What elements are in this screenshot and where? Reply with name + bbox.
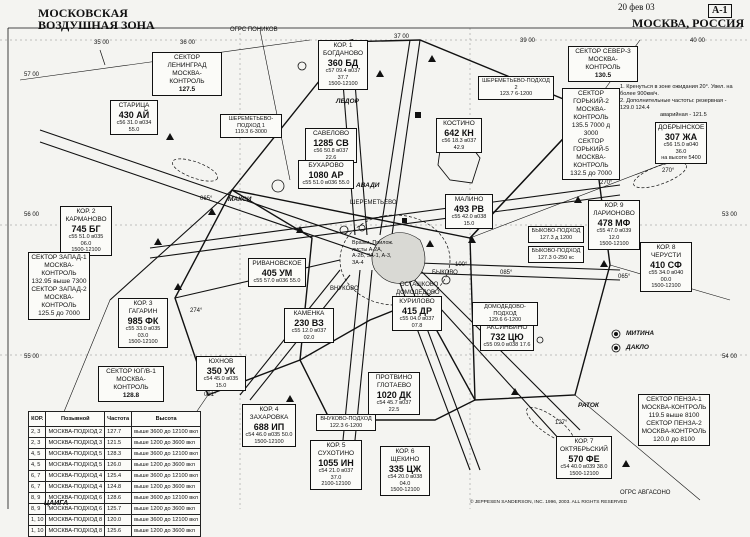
legend-header: Высота: [131, 411, 202, 427]
point-uprs: ОГРС ПОНИКОВ: [230, 27, 278, 33]
sector-gorky2: СЕКТОР ГОРЬКИЙ-2 МОСКВА-КОНТРОЛЬ 135.5 7…: [562, 88, 620, 180]
bearing-label: 065°: [200, 196, 213, 202]
airfield-chertuti: КОР. 8 ЧЕРУСТИ 410 СФ с55 34.0 в040 00.0…: [640, 242, 692, 292]
airfield-dobrynskoe: ДОБРЫНСКОЕ 307 ЖА с56 15.0 в040 36.0 на …: [655, 122, 707, 164]
holding-patterns: [171, 158, 687, 444]
bearing-label: 274°: [190, 308, 203, 314]
airfield-bogdanovo: КОР. 1 БОГДАНОВО 360 БД с57 09.4 в037 37…: [318, 40, 368, 90]
brand-logo: ЦАИГА: [44, 500, 69, 507]
airfield-protvino: ПРОТВИНО ГЛОТАЕВО 1020 ДК с54 45.7 в037 …: [368, 372, 420, 415]
region-title-1: МОСКОВСКАЯ: [38, 6, 128, 20]
airfield-oktyabrsky: КОР. 7 ОКТЯБРЬСКИЙ 570 ФЕ с54 40.0 в039 …: [556, 436, 612, 479]
airfield-shchekino: КОР. 6 ЩЕКИНО 335 ЦЖ с54 20.0 в038 04.0 …: [380, 446, 430, 496]
point-bykovo: БЫКОВО: [432, 270, 458, 276]
airfield-gagarin: КОР. 3 ГАГАРИН 985 ФК с55 33.0 в035 03.0…: [118, 298, 168, 348]
point-domodedovo: ДОМОДЕДОВО: [396, 290, 440, 296]
point-ratok: РАТОК: [578, 402, 599, 409]
airfield-bukharovo: БУХАРОВО 1080 АР с55 51.0 в036 55.0: [298, 160, 354, 189]
approach-vnukovo: ВНУКОВО-ПОДХОД 122.3 6-1200: [316, 414, 376, 431]
airfield-kostino: КОСТИНО 642 КН с56 18.3 в037 42.9: [436, 118, 482, 153]
approach-sheremetyevo-2: ШЕРЕМЕТЬЕВО-ПОДХОД 2 123.7 6-1200: [478, 76, 554, 100]
airfield-rivanovo: РИВАНОВСКОЕ 405 УМ с55 57.0 в036 55.0: [248, 258, 306, 287]
airfield-savelovo: САВЕЛОВО 1285 СВ с56 50.8 в037 22.6: [305, 128, 357, 163]
bearing-label: 085°: [500, 270, 513, 276]
airfield-karmanovo: КОР. 2 КАРМАНОВО 745 БГ с55 51.0 в035 06…: [60, 206, 112, 256]
legend-header: Позывной: [45, 411, 106, 427]
airfield-zakharovka: КОР. 4 ЗАХАРОВКА 688 ИП с54 46.0 в035 50…: [242, 404, 296, 447]
airfield-larionovo: КОР. 9 ЛАРИОНОВО 478 МФ с55 47.0 в039 12…: [588, 200, 640, 250]
point-avadi: АВАДИ: [356, 182, 380, 189]
sector-penza: СЕКТОР ПЕНЗА-1 МОСКВА-КОНТРОЛЬ 119.5 выш…: [638, 394, 710, 446]
note-1: 1. Кренуться в зоне ожидания 20°. Увел. …: [620, 84, 733, 97]
sector-yug: СЕКТОР ЮГ/В-1 МОСКВА-КОНТРОЛЬ 128.8: [98, 366, 164, 402]
airfield-yukhnov: ЮХНОВ 350 УК с54 45.0 в035 15.0: [196, 356, 246, 391]
airfield-aksinino: АКСИНЬИНО 732 ЦЮ с55 09.0 в038 17.6: [480, 322, 534, 351]
bearing-label: 100°: [455, 262, 468, 268]
bearing-label: 270°: [662, 168, 675, 174]
approach-sheremetyevo-1: ШЕРЕМЕТЬЕВО-ПОДХОД 1 119.3 6-3000: [220, 114, 282, 138]
grid-label: 36 00: [180, 40, 196, 46]
airways: [39, 39, 621, 471]
chart-date: 20 фев 03: [618, 2, 655, 12]
bearing-label: 127°: [555, 420, 568, 426]
grid-label: 53 00: [722, 212, 738, 218]
legend-header: КОР.: [27, 411, 47, 427]
bearing-label: 270°: [600, 180, 613, 186]
terminal-chart-note: Вразки, Прилож. листы А-2А, А-2Б, ЗА-1, …: [352, 240, 394, 266]
bearing-label: 081°: [204, 392, 217, 398]
approach-domodedovo: ДОМОДЕДОВО-ПОДХОД 129.6 6-1200: [472, 302, 538, 326]
sector-zapad: СЕКТОР ЗАПАД-1 МОСКВА-КОНТРОЛЬ 132.95 вы…: [28, 252, 90, 320]
grid-label: 54 00: [722, 354, 738, 360]
legend-header-row: КОР. Позывной Частота Высота: [27, 411, 202, 427]
north-sector-polygon: [230, 38, 592, 239]
airfield-kurilovo: КУРИЛОВО 415 ДР с55 04.0 в037 07.8: [392, 296, 442, 331]
moscow-city-area: [371, 232, 426, 284]
chart-id: А-1: [708, 4, 732, 18]
airfield-staritsa: СТАРИЦА 430 АЙ с56 31.0 в034 55.0: [110, 100, 158, 135]
sector-sever: СЕКТОР СЕВЕР-3 МОСКВА-КОНТРОЛЬ 130.5: [568, 46, 638, 82]
grid-label: 39 00: [520, 38, 536, 44]
bearing-label: 065°: [618, 274, 631, 280]
grid-label: 56 00: [24, 212, 40, 218]
point-daklo: ДАКЛО: [626, 344, 649, 351]
bottom-right-label: ОГРС АВГАСОНО: [620, 490, 671, 496]
point-lidor: ЛЕДОР: [336, 98, 359, 105]
filled-markers: [402, 112, 618, 350]
grid-label: 37 00: [394, 34, 410, 40]
approach-bykovo-1: БЫКОВО-ПОДХОД 127.3 д 1200: [528, 226, 584, 243]
chart-notes: 1. Кренуться в зоне ожидания 20°. Увел. …: [620, 84, 742, 119]
grid-label: 35 00: [94, 40, 110, 46]
grid-label: 57 00: [24, 72, 40, 78]
airfield-kamenka: КАМЕНКА 230 ВЗ с55 12.0 в037 02.0: [284, 308, 334, 343]
note-2: 2. Дополнительные частоты: резервная - 1…: [620, 98, 727, 111]
point-vnukovo: ВНУКОВО: [330, 286, 359, 292]
copyright-text: © JEPPESEN SANDERSON, INC. 1996, 2003. A…: [470, 500, 628, 505]
airfield-malino: МАЛИНО 493 РВ с55 42.0 в038 15.0: [445, 194, 493, 229]
sector-leningrad: СЕКТОР ЛЕНИНГРАД МОСКВА-КОНТРОЛЬ 127.5: [152, 52, 222, 96]
point-mitina: МИТИНА: [626, 330, 655, 337]
approach-bykovo-2: БЫКОВО-ПОДХОД 127.3 0-250 кс: [528, 246, 584, 263]
point-ostashkovo: ОСТАШКОВО: [400, 282, 439, 288]
city-title: МОСКВА, РОССИЯ: [632, 16, 745, 30]
grid-label: 55 00: [24, 354, 40, 360]
navaid-symbols: [271, 61, 621, 353]
airfield-sukhotino: КОР. 5 СУХОТИНО 1055 ИН с54 21.0 в037 37…: [310, 440, 362, 490]
note-3: аварийная - 121.5: [660, 112, 707, 118]
legend-header: Частота: [104, 411, 133, 427]
point-sheremetyevo: ШЕРЕМЕТЬЕВО: [350, 200, 397, 206]
grid-label: 40 00: [690, 38, 706, 44]
point-maksi: МАКСИ: [228, 196, 252, 203]
region-title-2: ВОЗДУШНАЯ ЗОНА: [38, 18, 155, 32]
